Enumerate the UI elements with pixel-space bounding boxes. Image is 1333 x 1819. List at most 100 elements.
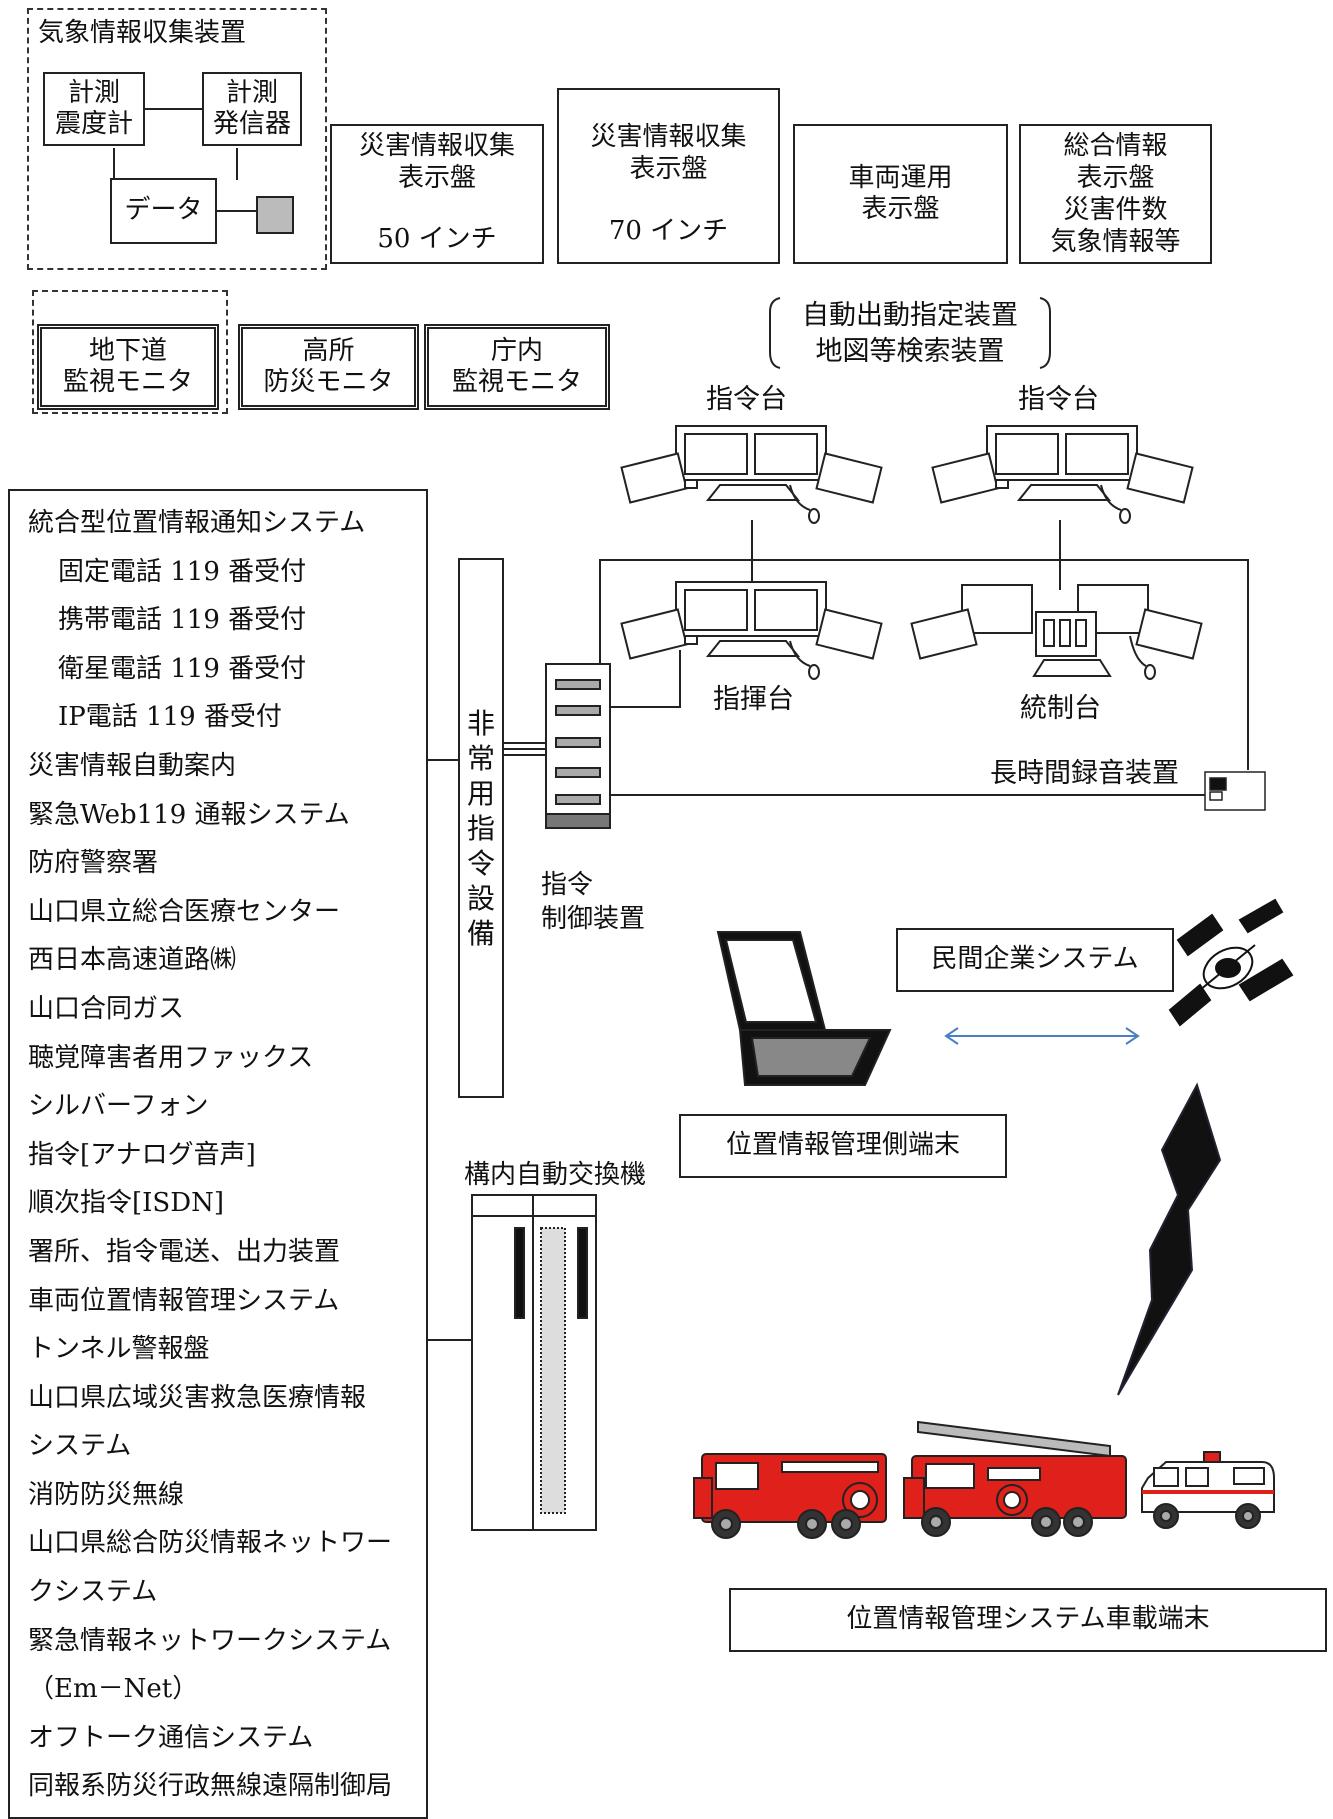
list-item: 車両位置情報管理システム — [28, 1285, 340, 1316]
list-item: 指令[アナログ音声] — [28, 1139, 256, 1170]
display-panel-70: 災害情報収集 表示盤 70 インチ — [557, 88, 780, 264]
emergency-char-6: 設 — [466, 881, 495, 915]
double-arrow-icon — [944, 1027, 1140, 1045]
seismometer-box: 計測 震度計 — [43, 72, 145, 146]
list-item: 防府警察署 — [28, 848, 159, 879]
panel-50-line1: 災害情報収集 — [358, 131, 515, 161]
pbx-cabinet-icon — [471, 1194, 597, 1531]
list-item: 西日本高速道路㈱ — [28, 945, 237, 976]
monitor-3-line2: 監視モニタ — [451, 367, 582, 397]
list-item: 災害情報自動案内 — [28, 750, 237, 781]
weather-device-group — [27, 8, 327, 270]
transmitter-line1: 計測 — [225, 77, 278, 108]
workstation-icon — [931, 425, 1194, 524]
brace-left — [769, 297, 781, 369]
laptop-icon — [716, 931, 892, 1086]
list-item: システム — [28, 1431, 132, 1462]
vehicle-operation-panel: 車両運用 表示盤 — [793, 124, 1008, 264]
workstation-icon — [910, 584, 1203, 680]
vehicle-terminal-label: 位置情報管理システム車載端末 — [846, 1604, 1210, 1635]
monitor-group — [32, 290, 228, 414]
data-label: データ — [124, 195, 203, 226]
list-item: 署所、指令電送、出力装置 — [28, 1236, 341, 1267]
controller-label-line2: 制御装置 — [541, 904, 646, 934]
general-panel-line4: 気象情報等 — [1050, 227, 1181, 257]
private-system-label: 民間企業システム — [931, 944, 1139, 975]
list-item: 山口県総合防災情報ネットワー — [28, 1528, 393, 1559]
vehicle-panel-line2: 表示盤 — [861, 194, 940, 224]
list-item: 携帯電話 119 番受付 — [58, 605, 307, 636]
highplace-monitor: 高所 防災モニタ — [238, 324, 419, 410]
seismometer-line1: 計測 — [67, 77, 120, 108]
controller-label-line1: 指令 — [541, 870, 594, 900]
list-item: 消防防災無線 — [28, 1479, 185, 1510]
pbx-label: 構内自動交換機 — [464, 1160, 647, 1190]
general-info-panel: 総合情報 表示盤 災害件数 気象情報等 — [1019, 124, 1212, 264]
emergency-char-7: 備 — [466, 916, 495, 950]
emergency-char-5: 令 — [466, 846, 495, 880]
list-item: シルバーフォン — [28, 1091, 209, 1122]
vehicle-terminal-box: 位置情報管理システム車載端末 — [729, 1588, 1327, 1652]
underground-monitor: 地下道 監視モニタ — [37, 324, 219, 410]
connected-systems-list: 統合型位置情報通知システム固定電話 119 番受付携帯電話 119 番受付衛星電… — [8, 489, 428, 1819]
recorder-icon — [1204, 771, 1266, 811]
workstation-icon — [620, 581, 883, 680]
workstation-icon — [620, 425, 883, 524]
list-item: トンネル警報盤 — [28, 1334, 210, 1365]
list-item: 順次指令[ISDN] — [28, 1188, 224, 1219]
list-item: 緊急Web119 通報システム — [28, 799, 350, 830]
dispatch-console-2-label: 指令台 — [1018, 384, 1099, 415]
emergency-char-3: 用 — [466, 776, 495, 810]
list-item: 聴覚障害者用ファックス — [28, 1042, 314, 1073]
panel-50-line2: 表示盤 — [397, 163, 476, 193]
ambulance-icon — [1141, 1451, 1275, 1529]
data-box: データ — [110, 178, 217, 244]
emergency-equipment-box: 非 常 用 指 令 設 備 — [458, 558, 504, 1098]
emergency-char-4: 指 — [466, 811, 495, 845]
private-system-box: 民間企業システム — [896, 928, 1174, 992]
transmitter-line2: 発信器 — [212, 109, 291, 139]
connection-lines — [113, 108, 1249, 1341]
control-console-label: 統制台 — [1020, 693, 1101, 724]
office-monitor: 庁内 監視モニタ — [424, 324, 610, 410]
seismometer-line2: 震度計 — [54, 109, 133, 139]
location-terminal-label: 位置情報管理側端末 — [725, 1130, 960, 1161]
general-panel-line2: 表示盤 — [1076, 163, 1155, 193]
list-item: 山口県立総合医療センター — [28, 896, 341, 927]
ladder-truck-icon — [903, 1420, 1127, 1537]
panel-70-line2: 表示盤 — [629, 154, 708, 184]
command-console-label: 指揮台 — [713, 684, 794, 715]
monitor-1-line1: 地下道 — [88, 335, 167, 366]
monitor-2-line1: 高所 — [302, 335, 355, 366]
list-item: IP電話 119 番受付 — [58, 702, 282, 733]
list-item: 固定電話 119 番受付 — [58, 556, 307, 587]
list-item: 同報系防災行政無線遠隔制御局 — [28, 1771, 393, 1802]
recorder-label: 長時間録音装置 — [990, 758, 1179, 789]
emergency-char-1: 非 — [466, 706, 495, 740]
data-terminal-square — [256, 196, 294, 234]
dispatch-console-1-label: 指令台 — [706, 384, 787, 415]
controller-tower-icon — [545, 663, 611, 829]
fire-engine-icon — [693, 1453, 887, 1539]
weather-device-title: 気象情報収集装置 — [38, 18, 247, 48]
general-panel-line3: 災害件数 — [1063, 195, 1168, 225]
panel-70-size: 70 インチ — [608, 216, 729, 246]
auto-dispatch-line1: 自動出動指定装置 — [802, 300, 1018, 331]
emergency-char-2: 常 — [466, 741, 495, 775]
general-panel-line1: 総合情報 — [1063, 131, 1168, 161]
transmitter-box: 計測 発信器 — [202, 72, 302, 146]
list-item: 衛星電話 119 番受付 — [58, 653, 307, 684]
satellite-icon — [1168, 898, 1294, 1027]
list-item: オフトーク通信システム — [28, 1722, 314, 1753]
panel-70-line1: 災害情報収集 — [590, 122, 747, 152]
list-item: 山口合同ガス — [28, 993, 185, 1024]
list-item: （Em－Net） — [28, 1674, 199, 1705]
vehicle-panel-line1: 車両運用 — [848, 162, 953, 193]
monitor-3-line1: 庁内 — [490, 335, 543, 366]
brace-right — [1039, 297, 1051, 369]
location-terminal-box: 位置情報管理側端末 — [679, 1114, 1007, 1178]
display-panel-50: 災害情報収集 表示盤 50 インチ — [330, 124, 544, 264]
panel-50-size: 50 インチ — [377, 224, 497, 254]
monitor-2-line2: 防災モニタ — [263, 367, 394, 397]
